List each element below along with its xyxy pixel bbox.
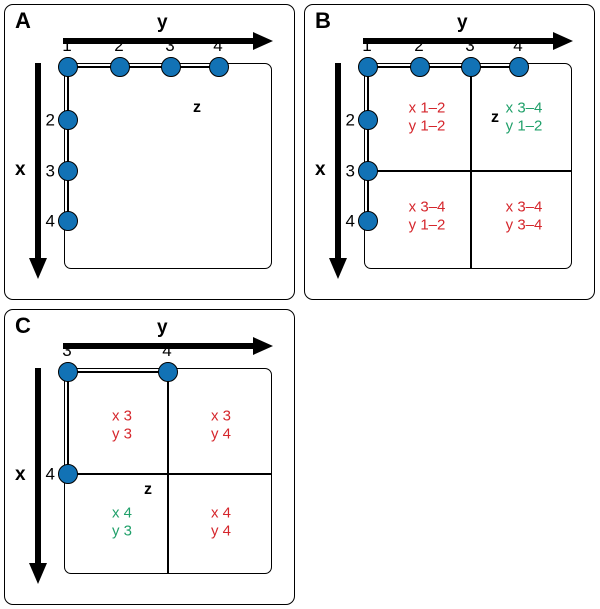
data-point-node[interactable]	[209, 57, 229, 77]
grid-line-vertical	[470, 63, 472, 269]
data-point-label: 4	[345, 211, 355, 231]
left-tick-connector	[67, 67, 69, 221]
panel-b-letter: B	[315, 8, 331, 33]
data-point-node[interactable]	[410, 57, 430, 77]
panel-b-x-axis-label: x	[315, 159, 326, 180]
data-point-label: 1	[362, 36, 372, 55]
grid-line-horizontal	[64, 473, 272, 475]
top-tick-connector	[68, 66, 219, 68]
panel-a-y-axis-label: y	[157, 12, 168, 33]
quadrant-annotation-line: y 3	[111, 523, 133, 540]
left-tick-connector	[367, 67, 369, 221]
z-axis-label: z	[193, 99, 201, 116]
quadrant-annotation-line: x 3–4	[505, 99, 543, 117]
data-point-node[interactable]	[58, 110, 78, 130]
data-point-label: 3	[345, 161, 355, 181]
data-point-label: 4	[213, 36, 223, 55]
panel-c-x-axis-label: x	[15, 464, 26, 485]
data-point-node[interactable]	[58, 211, 78, 231]
grid-line-horizontal	[364, 170, 572, 172]
data-point-label: 2	[414, 36, 424, 55]
data-point-node[interactable]	[110, 57, 130, 77]
data-point-node[interactable]	[358, 161, 378, 181]
grid-line-vertical	[167, 368, 169, 574]
data-point-label: 4	[45, 211, 55, 231]
z-axis-label: z	[144, 481, 152, 498]
data-point-label: 4	[162, 341, 172, 360]
z-axis-label: z	[491, 109, 499, 126]
data-point-node[interactable]	[58, 464, 78, 484]
data-point-label: 3	[45, 161, 55, 181]
quadrant-annotation-line: x 3	[210, 407, 232, 425]
data-point-label: 3	[62, 341, 72, 360]
data-point-node[interactable]	[58, 57, 78, 77]
quadrant-annotation-line: y 4	[210, 523, 232, 540]
quadrant-annotation-line: x 4	[210, 504, 232, 522]
panel-a-letter: A	[15, 8, 31, 33]
quadrant-annotation-line: y 1–2	[408, 118, 446, 135]
panel-c-y-axis-label: y	[157, 317, 168, 338]
data-point-node[interactable]	[358, 57, 378, 77]
data-point-node[interactable]	[358, 110, 378, 130]
data-point-label: 2	[345, 110, 355, 130]
data-point-label: 4	[45, 464, 55, 484]
data-point-label: 4	[513, 36, 523, 55]
top-tick-connector	[368, 66, 519, 68]
quadrant-annotation-line: y 3	[111, 426, 133, 443]
panel-c-letter: C	[15, 313, 31, 338]
data-point-label: 2	[45, 110, 55, 130]
data-point-node[interactable]	[509, 57, 529, 77]
panel-a: A y x z 1 2 3 4 2 3 4	[4, 4, 295, 300]
quadrant-annotation-line: x 3	[111, 407, 133, 425]
data-point-label: 3	[165, 36, 175, 55]
panel-b-y-axis-label: y	[457, 12, 468, 33]
data-point-node[interactable]	[161, 57, 181, 77]
quadrant-annotation-line: x 4	[111, 504, 133, 522]
data-point-label: 1	[62, 36, 72, 55]
data-point-node[interactable]	[358, 211, 378, 231]
left-tick-connector	[67, 372, 69, 474]
data-point-node[interactable]	[461, 57, 481, 77]
quadrant-annotation-line: x 3–4	[505, 198, 543, 216]
panel-b-plot-box	[364, 63, 572, 269]
data-point-node[interactable]	[158, 362, 178, 382]
data-point-label: 2	[114, 36, 124, 55]
data-point-node[interactable]	[58, 362, 78, 382]
quadrant-annotation-line: y 1–2	[505, 118, 543, 135]
quadrant-annotation-line: x 1–2	[408, 99, 446, 117]
data-point-node[interactable]	[58, 161, 78, 181]
panel-a-plot-box	[64, 63, 272, 269]
quadrant-annotation-line: y 3–4	[505, 217, 543, 234]
data-point-label: 3	[465, 36, 475, 55]
quadrant-annotation-line: y 4	[210, 426, 232, 443]
quadrant-annotation-line: y 1–2	[408, 217, 446, 234]
quadrant-annotation-line: x 3–4	[408, 198, 446, 216]
top-tick-connector	[68, 371, 168, 373]
panel-a-x-axis-label: x	[15, 159, 26, 180]
